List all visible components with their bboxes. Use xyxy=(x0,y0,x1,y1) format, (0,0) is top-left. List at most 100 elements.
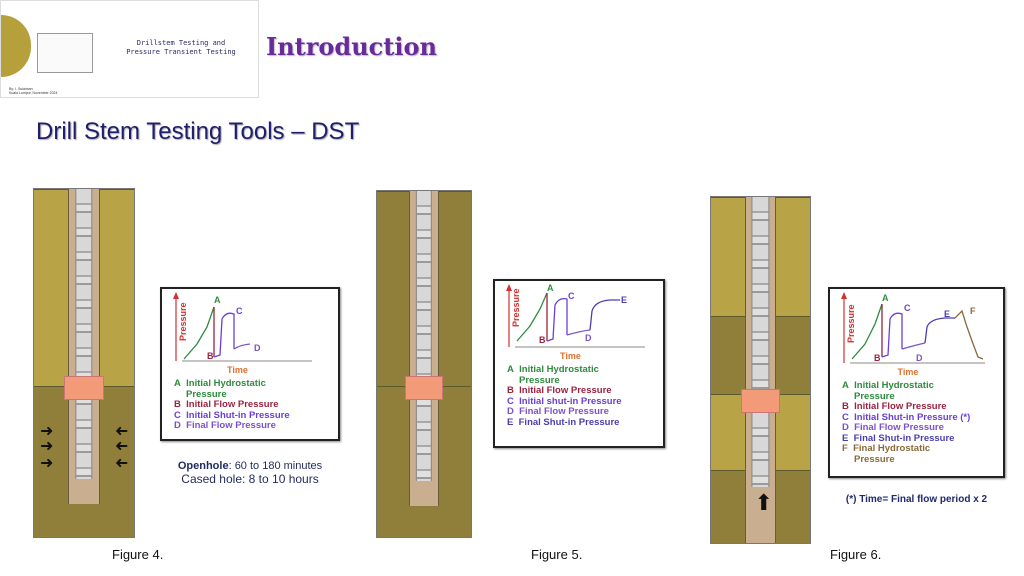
point-label-d: D xyxy=(585,333,592,343)
packer xyxy=(405,376,443,400)
thumbnail-wellbore-image xyxy=(1,15,31,77)
legend-text: Initial Flow Pressure xyxy=(854,401,947,412)
point-label-f: F xyxy=(970,306,976,316)
footnote: (*) Time= Final flow period x 2 xyxy=(845,494,988,505)
curve-segment-a xyxy=(516,292,548,342)
y-axis-label: Pressure xyxy=(846,304,856,343)
point-label-a: A xyxy=(547,283,554,293)
legend-text: Initial Hydrostatic xyxy=(854,380,934,391)
legend-key: E xyxy=(842,432,849,444)
arrow-head-icon xyxy=(506,284,512,291)
legend-item: A Initial Hydrostatic xyxy=(842,380,970,392)
point-label-e: E xyxy=(944,309,950,319)
legend-item: E Final Shut-in Pressure xyxy=(507,416,622,429)
legend-item: E Final Shut-in Pressure xyxy=(842,432,970,445)
point-label-b: B xyxy=(874,353,881,363)
point-label-a: A xyxy=(214,295,221,305)
legend-text: Initial Flow Pressure xyxy=(186,399,279,410)
legend-text: Final Shut-in Pressure xyxy=(518,416,620,428)
curve-segment-c xyxy=(213,312,235,358)
point-label-a: A xyxy=(882,293,889,303)
dst-tool-string xyxy=(75,189,93,479)
flow-arrow-up-icon: ⬆ xyxy=(754,490,773,515)
legend-key: C xyxy=(174,409,181,421)
y-axis-label: Pressure xyxy=(511,288,521,327)
legend-key: A xyxy=(174,378,181,389)
flow-arrow-right-icon: ➜ xyxy=(40,455,54,472)
x-axis-label: Time xyxy=(560,351,581,361)
legend-item: C Initial shut-in Pressure xyxy=(507,395,622,408)
legend-text: Initial Shut-in Pressure xyxy=(186,409,290,421)
legend-key: A xyxy=(842,380,849,391)
point-label-c: C xyxy=(236,306,243,316)
thumbnail-chart-image xyxy=(37,33,93,73)
legend-key: D xyxy=(174,420,181,431)
point-label-d: D xyxy=(254,343,261,353)
borehole xyxy=(68,189,100,504)
legend-text: Final Flow Pressure xyxy=(519,406,609,417)
legend-item: F Final Hydrostatic xyxy=(842,443,970,455)
legend-key: B xyxy=(174,399,181,410)
legend-item: B Initial Flow Pressure xyxy=(842,401,970,413)
point-label-e: E xyxy=(621,295,627,305)
wellbore-diagram-fig4: ➜➜➜➜➜➜ xyxy=(33,188,135,538)
legend-item: C Initial Shut-in Pressure (*) xyxy=(842,411,971,424)
legend-text: Final Flow Pressure xyxy=(186,420,276,431)
curve-segment-d xyxy=(566,329,591,336)
point-label-b: B xyxy=(539,335,546,345)
legend-key: E xyxy=(507,416,514,428)
borehole xyxy=(408,191,440,506)
x-axis-label: Time xyxy=(227,365,248,375)
point-label-b: B xyxy=(207,351,214,361)
legend-item: D Final Flow Pressure xyxy=(174,420,290,432)
legend-item: B Initial Flow Pressure xyxy=(174,399,290,411)
packer xyxy=(740,389,781,413)
legend-item: D Final Flow Pressure xyxy=(507,406,622,418)
legend-text: Final Shut-in Pressure xyxy=(853,432,955,444)
legend-text: Initial Hydrostatic xyxy=(519,364,599,375)
curve-segment-a xyxy=(851,303,883,360)
legend-text: Initial Shut-in Pressure (*) xyxy=(854,411,971,423)
section-heading: Introduction xyxy=(266,32,437,61)
legend-key: D xyxy=(507,406,514,417)
legend-item-continued: Pressure xyxy=(519,374,560,386)
curve-segment-e xyxy=(589,299,620,331)
legend-text: Initial Hydrostatic xyxy=(186,378,266,389)
legend-key: B xyxy=(507,385,514,396)
legend-item-continued: Pressure xyxy=(854,390,895,402)
legend-key: C xyxy=(507,395,514,407)
curve-segment-c xyxy=(546,297,568,342)
legend-text: Final Flow Pressure xyxy=(854,422,944,433)
caption-fig4: Figure 4. xyxy=(112,547,164,562)
flow-arrow-left-icon: ➜ xyxy=(114,438,128,455)
legend-item: A Initial Hydrostatic xyxy=(174,378,290,390)
arrow-head-icon xyxy=(173,292,179,299)
caption-fig5: Figure 5. xyxy=(531,547,583,562)
wellbore-diagram-fig6: ⬆ xyxy=(710,196,811,544)
legend-item: B Initial Flow Pressure xyxy=(507,385,622,397)
x-axis-label: Time xyxy=(898,367,919,377)
packer xyxy=(64,376,104,400)
arrow-head-icon xyxy=(841,292,847,299)
legend-item: D Final Flow Pressure xyxy=(842,422,970,434)
curve-segment-c xyxy=(881,312,903,358)
borehole xyxy=(744,197,777,543)
flow-arrow-right-icon: ➜ xyxy=(40,438,54,455)
slide-title: Drill Stem Testing Tools – DST xyxy=(36,118,360,145)
legend-key: B xyxy=(842,401,849,412)
wellbore-diagram-fig5 xyxy=(376,190,472,538)
legend-key: F xyxy=(842,443,848,454)
duration-note: Openhole: 60 to 180 minutes Cased hole: … xyxy=(177,460,323,486)
point-label-c: C xyxy=(568,291,575,301)
legend-text: Final Hydrostatic xyxy=(853,443,931,454)
caption-fig6: Figure 6. xyxy=(830,547,882,562)
